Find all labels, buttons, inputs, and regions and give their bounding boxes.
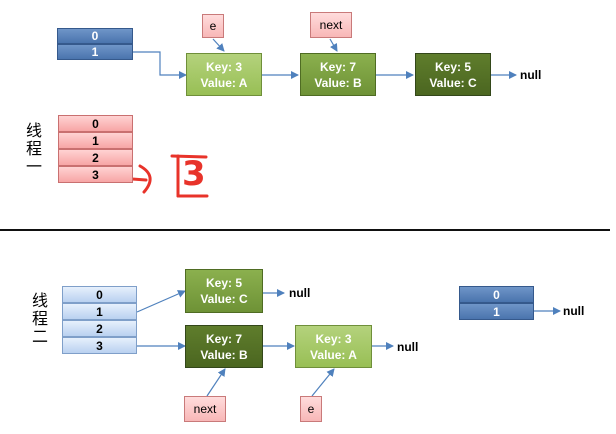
table-cell: 0: [459, 286, 534, 303]
node-key: Key: 7: [319, 59, 357, 74]
node-key: Key: 3: [315, 331, 352, 346]
annotation-digit: 3: [182, 154, 206, 194]
thread2-label: 线程二: [28, 292, 48, 346]
node-value: Value: C: [429, 75, 477, 90]
table-cell: 1: [62, 303, 137, 320]
pointer-next-tag: next: [310, 12, 352, 38]
node-value: Value: C: [200, 292, 248, 306]
thread1-label-text: 线程一: [23, 122, 42, 176]
node-key7-b: Key: 7 Value: B: [185, 325, 263, 368]
node-key: Key: 7: [205, 331, 243, 346]
thread2-old-table: 0 1: [459, 286, 534, 320]
node-key3-a: Key: 3 Value: A: [186, 53, 262, 96]
thread1-new-table: 0 1 2 3: [58, 115, 133, 183]
node-key: Key: 5: [205, 276, 243, 290]
table-cell: 1: [57, 44, 133, 60]
node-key3-a: Key: 3 Value: A: [295, 325, 372, 368]
thread1-label: 线程一: [22, 122, 42, 176]
thread1-old-table: 0 1: [57, 28, 133, 60]
null-label: null: [289, 286, 311, 300]
table-cell: 0: [57, 28, 133, 44]
node-value: Value: A: [200, 75, 248, 90]
node-value: Value: A: [310, 347, 357, 362]
node-key5-c: Key: 5 Value: C: [415, 53, 491, 96]
table-cell: 3: [62, 337, 137, 354]
node-key5-c: Key: 5 Value: C: [185, 269, 263, 313]
table-cell: 1: [58, 132, 133, 149]
pointer-next-tag: next: [184, 396, 226, 422]
divider-line: [0, 229, 610, 231]
thread2-new-table: 0 1 2 3: [62, 286, 137, 354]
pointer-e-tag: e: [300, 396, 322, 422]
node-value: Value: B: [314, 75, 362, 90]
table-cell: 3: [58, 166, 133, 183]
node-key: Key: 5: [434, 59, 472, 74]
node-key: Key: 3: [205, 59, 243, 74]
table-cell: 0: [62, 286, 137, 303]
node-value: Value: B: [200, 347, 248, 362]
table-cell: 1: [459, 303, 534, 320]
table-cell: 2: [58, 149, 133, 166]
node-key7-b: Key: 7 Value: B: [300, 53, 376, 96]
thread2-label-text: 线程二: [29, 292, 48, 346]
null-label: null: [563, 304, 585, 318]
null-label: null: [397, 340, 419, 354]
null-label: null: [520, 68, 542, 82]
table-cell: 0: [58, 115, 133, 132]
pointer-e-tag: e: [202, 14, 224, 38]
table-cell: 2: [62, 320, 137, 337]
